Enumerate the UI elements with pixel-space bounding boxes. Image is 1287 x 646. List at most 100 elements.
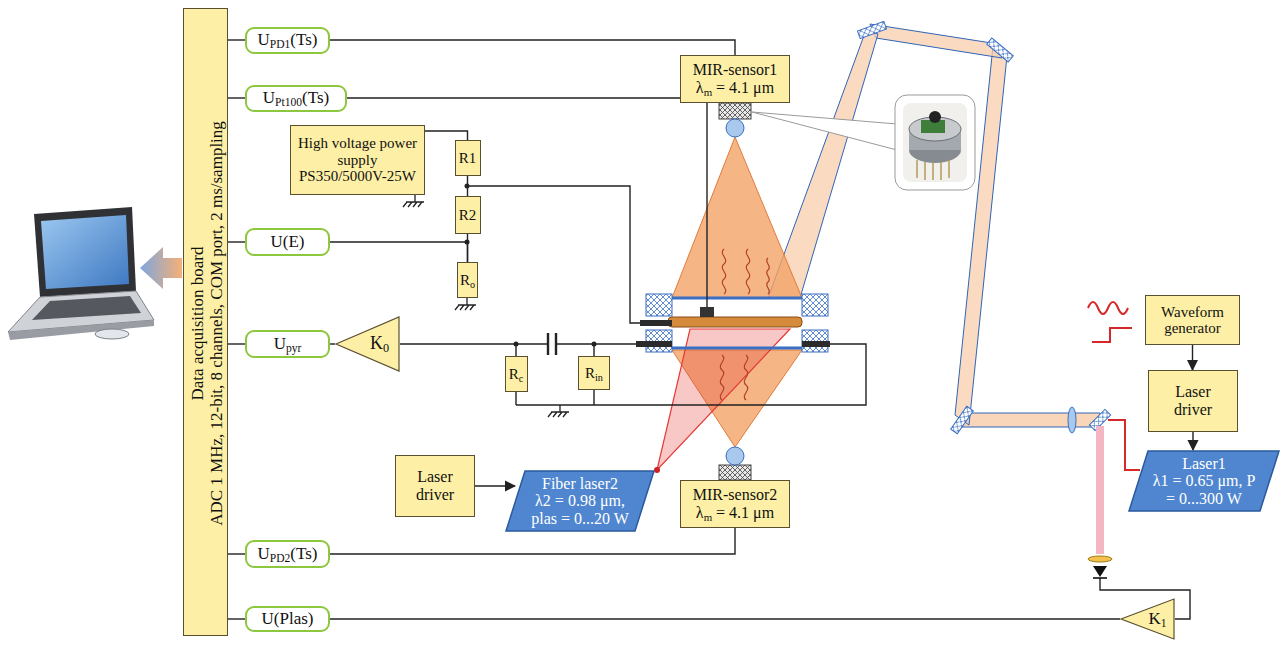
- connector: [475, 485, 515, 486]
- node-text: U(Plas): [262, 610, 314, 629]
- node-text: Laser driver: [400, 468, 470, 503]
- connector: [330, 40, 735, 55]
- laser-outline: [506, 471, 654, 531]
- node-text: Data acquisition board: [188, 246, 207, 400]
- node-text: MIR-sensor2: [693, 486, 777, 504]
- node-text: K1: [1148, 610, 1166, 629]
- laser-optics: [1068, 407, 1140, 578]
- node-body: Laser driver: [396, 456, 474, 516]
- signal-label: Upyr: [245, 330, 330, 358]
- node-text: UPD1(Ts): [258, 31, 318, 50]
- laser-outline: [1129, 451, 1279, 511]
- mirror: [951, 406, 974, 434]
- text-run: K: [370, 333, 383, 353]
- signal-label: UPD1(Ts): [245, 27, 330, 54]
- laser-optics: [1068, 407, 1076, 433]
- laser-box: Laser1λ1 = 0.65 μm, P = 0...300 W: [1128, 450, 1280, 512]
- laptop-icon: [95, 329, 129, 339]
- text-run: m: [704, 511, 712, 523]
- circuit-wire: [516, 344, 866, 405]
- text-run: K: [1148, 609, 1160, 628]
- text-run: R: [460, 272, 470, 288]
- node-body: U(Plas): [247, 608, 328, 630]
- node-body: Laser driver: [1149, 371, 1237, 431]
- amplifier-outline: [336, 317, 399, 371]
- connector: [1192, 345, 1193, 370]
- laptop-icon: [32, 296, 141, 320]
- fiber-laser-beam: [654, 329, 790, 473]
- node-body: Fiber laser2λ2 = 0.98 μm, plas = 0...20 …: [505, 470, 655, 532]
- laser-beam: [870, 24, 1002, 58]
- laptop-icon: [41, 215, 129, 289]
- signal-label: U(Plas): [245, 606, 330, 632]
- connector: [228, 343, 245, 344]
- text-run: pyr: [286, 342, 301, 355]
- connector: [228, 618, 245, 619]
- mirror: [857, 21, 886, 38]
- resistor-symbol: Rin: [578, 356, 610, 390]
- node-body: Data acquisition boardADC 1 MHz, 12-bit,…: [184, 9, 229, 637]
- sample-holder: [640, 320, 672, 326]
- node-body: Upyr: [247, 332, 328, 356]
- sample-holder: [802, 294, 828, 316]
- heat-wave: [744, 355, 747, 400]
- node-text: Rc: [509, 366, 524, 383]
- text-run: (Ts): [290, 30, 317, 49]
- radiation-cone: [672, 137, 802, 298]
- node-text: Fiber laser2: [542, 475, 618, 493]
- node-text: Upyr: [274, 335, 302, 354]
- sensor-box: MIR-sensor2λm = 4.1 μm: [680, 480, 790, 528]
- resistor-symbol: Rc: [505, 356, 528, 392]
- node-text: U(E): [271, 233, 305, 252]
- node-text: R1: [459, 150, 477, 167]
- text-run: 0: [383, 342, 389, 356]
- detector-optics: [719, 465, 751, 480]
- detector-optics: [726, 119, 744, 137]
- text-run: U: [258, 30, 270, 49]
- sample-holder: [636, 341, 672, 347]
- node-text: UPD2(Ts): [258, 545, 318, 564]
- node-text: Laser1: [1182, 455, 1226, 473]
- node-body: MIR-sensor1λm = 4.1 μm: [681, 56, 789, 102]
- text-run: c: [519, 373, 524, 384]
- text-run: 1: [1161, 617, 1167, 630]
- photo-callout: [895, 95, 975, 190]
- mirror: [987, 38, 1014, 62]
- node-text: Laser driver: [1159, 383, 1227, 418]
- text-run: U: [263, 88, 275, 107]
- amplifier-outline: [1120, 598, 1175, 640]
- waveform-symbol: [1088, 302, 1128, 314]
- photo-callout: [929, 111, 941, 123]
- ground-symbol: [403, 195, 424, 207]
- node-body: UPD2(Ts): [247, 542, 328, 566]
- node-body: K0: [335, 316, 400, 372]
- laser-optics: [1088, 556, 1112, 562]
- text-run: PD2: [270, 552, 291, 565]
- connector: [400, 344, 516, 356]
- connector: [467, 176, 468, 196]
- laser-optics: [1108, 420, 1140, 470]
- node-body: K1: [1120, 598, 1175, 640]
- waveform-symbol: [1092, 328, 1132, 342]
- node-body: Rin: [579, 357, 609, 389]
- node-body: Rc: [506, 357, 527, 391]
- connector: [228, 241, 245, 242]
- driver-box: Laser driver: [1148, 370, 1238, 432]
- node-body: High voltage power supply PS350/5000V-25…: [291, 126, 424, 194]
- node-text: λ1 = 0.65 μm, P = 0...300 W: [1151, 472, 1257, 507]
- text-run: U: [274, 334, 286, 353]
- sample-holder: [668, 317, 802, 327]
- node-text: λ2 = 0.98 μm, plas = 0...20 W: [528, 492, 632, 527]
- node-text: UPt100(Ts): [263, 89, 329, 108]
- connector: [330, 242, 468, 262]
- detector-optics: [719, 103, 751, 480]
- sample-holder: [802, 341, 830, 347]
- text-run: PD1: [270, 38, 291, 51]
- node-text: λm = 4.1 μm: [696, 79, 774, 97]
- heat-wave: [722, 249, 725, 294]
- sample-holder: [700, 307, 714, 317]
- amplifier-outline: [335, 316, 400, 372]
- detector-optics: [726, 447, 744, 465]
- text-run: in: [595, 372, 603, 383]
- sample-holder: [636, 294, 830, 352]
